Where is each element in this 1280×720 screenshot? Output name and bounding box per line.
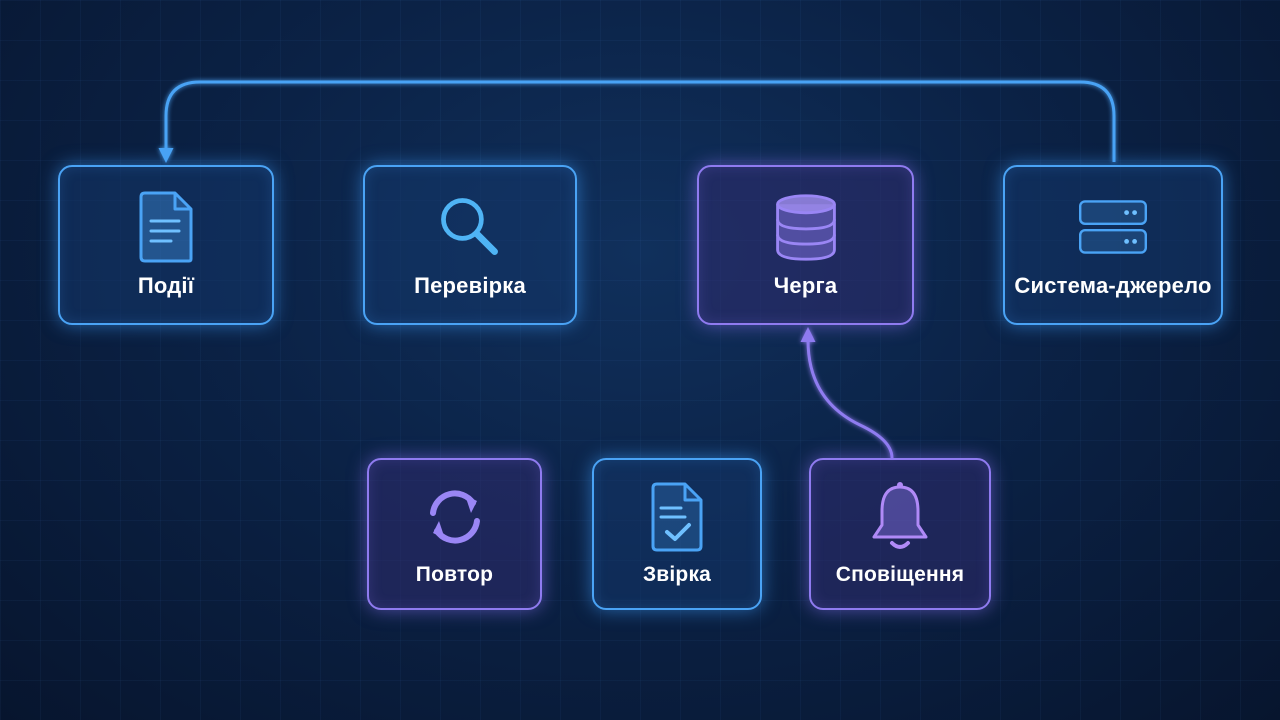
edge-notify-to-queue	[800, 327, 894, 459]
node-check-label: Перевірка	[414, 273, 526, 298]
checklist-document-icon	[641, 481, 713, 553]
node-queue[interactable]: Черга	[697, 165, 914, 325]
document-icon	[130, 191, 202, 263]
refresh-icon	[419, 481, 491, 553]
node-reconcile-label: Звірка	[642, 563, 712, 586]
magnifier-icon	[434, 191, 506, 263]
database-icon	[770, 191, 842, 263]
node-source[interactable]: Система-джерело	[1003, 165, 1223, 325]
server-icon	[1077, 191, 1149, 263]
bell-icon	[864, 481, 936, 553]
node-source-label: Система-джерело	[1014, 273, 1212, 298]
node-events[interactable]: Події	[58, 165, 274, 325]
node-retry[interactable]: Повтор	[367, 458, 542, 610]
node-notify-label: Сповіщення	[835, 563, 965, 586]
node-check[interactable]: Перевірка	[363, 165, 577, 325]
node-retry-label: Повтор	[415, 563, 494, 586]
node-notify[interactable]: Сповіщення	[809, 458, 991, 610]
edge-source-to-events	[158, 80, 1116, 163]
node-queue-label: Черга	[773, 273, 838, 298]
node-reconcile[interactable]: Звірка	[592, 458, 762, 610]
node-events-label: Події	[137, 273, 195, 298]
